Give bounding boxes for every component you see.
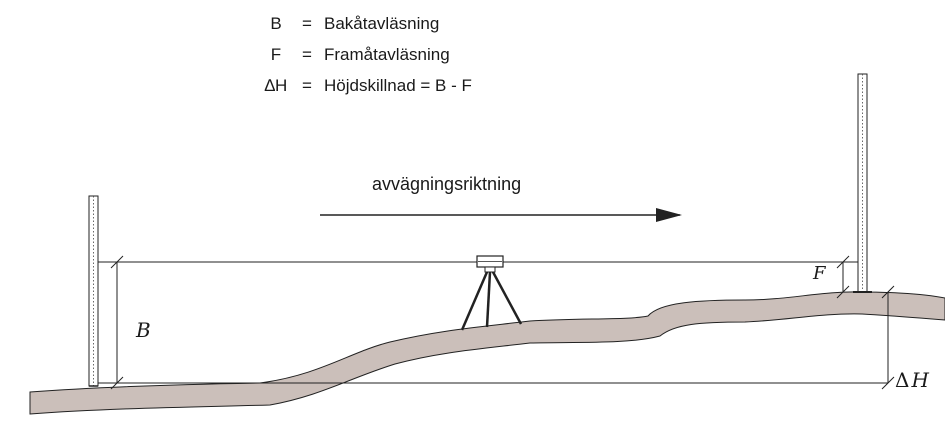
height-symbol: H <box>911 368 929 392</box>
legend: B = Bakåtavläsning F = Framåtavläsning ∆… <box>250 8 472 101</box>
leveling-instrument <box>460 255 523 331</box>
legend-row-foresight: F = Framåtavläsning <box>250 39 472 70</box>
legend-symbol: B <box>270 14 282 33</box>
leveling-staff-left <box>88 195 99 387</box>
legend-equals: = <box>302 14 312 33</box>
foresight-label: F <box>813 263 826 284</box>
direction-label: avvägningsriktning <box>372 174 522 194</box>
legend-symbol: ∆H <box>264 76 288 95</box>
legend-row-height-difference: ∆H = Höjdskillnad = B - F <box>250 70 472 101</box>
legend-row-backsight: B = Bakåtavläsning <box>250 8 472 39</box>
legend-equals: = <box>302 45 312 64</box>
f-tick-bottom <box>836 285 850 299</box>
dh-tick-bottom <box>881 376 895 390</box>
b-tick-bottom <box>110 376 124 390</box>
backsight-label: B <box>136 318 151 342</box>
legend-text: Bakåtavläsning <box>324 14 440 33</box>
f-tick-top <box>836 255 850 269</box>
legend-symbol: F <box>270 45 282 64</box>
delta-symbol: Δ <box>895 368 910 392</box>
legend-equals: = <box>302 76 312 95</box>
b-tick-top <box>110 255 124 269</box>
legend-text: Höjdskillnad = B - F <box>324 76 472 95</box>
leveling-staff-right <box>853 73 872 293</box>
dh-tick-top <box>881 285 895 299</box>
legend-text: Framåtavläsning <box>324 45 450 64</box>
